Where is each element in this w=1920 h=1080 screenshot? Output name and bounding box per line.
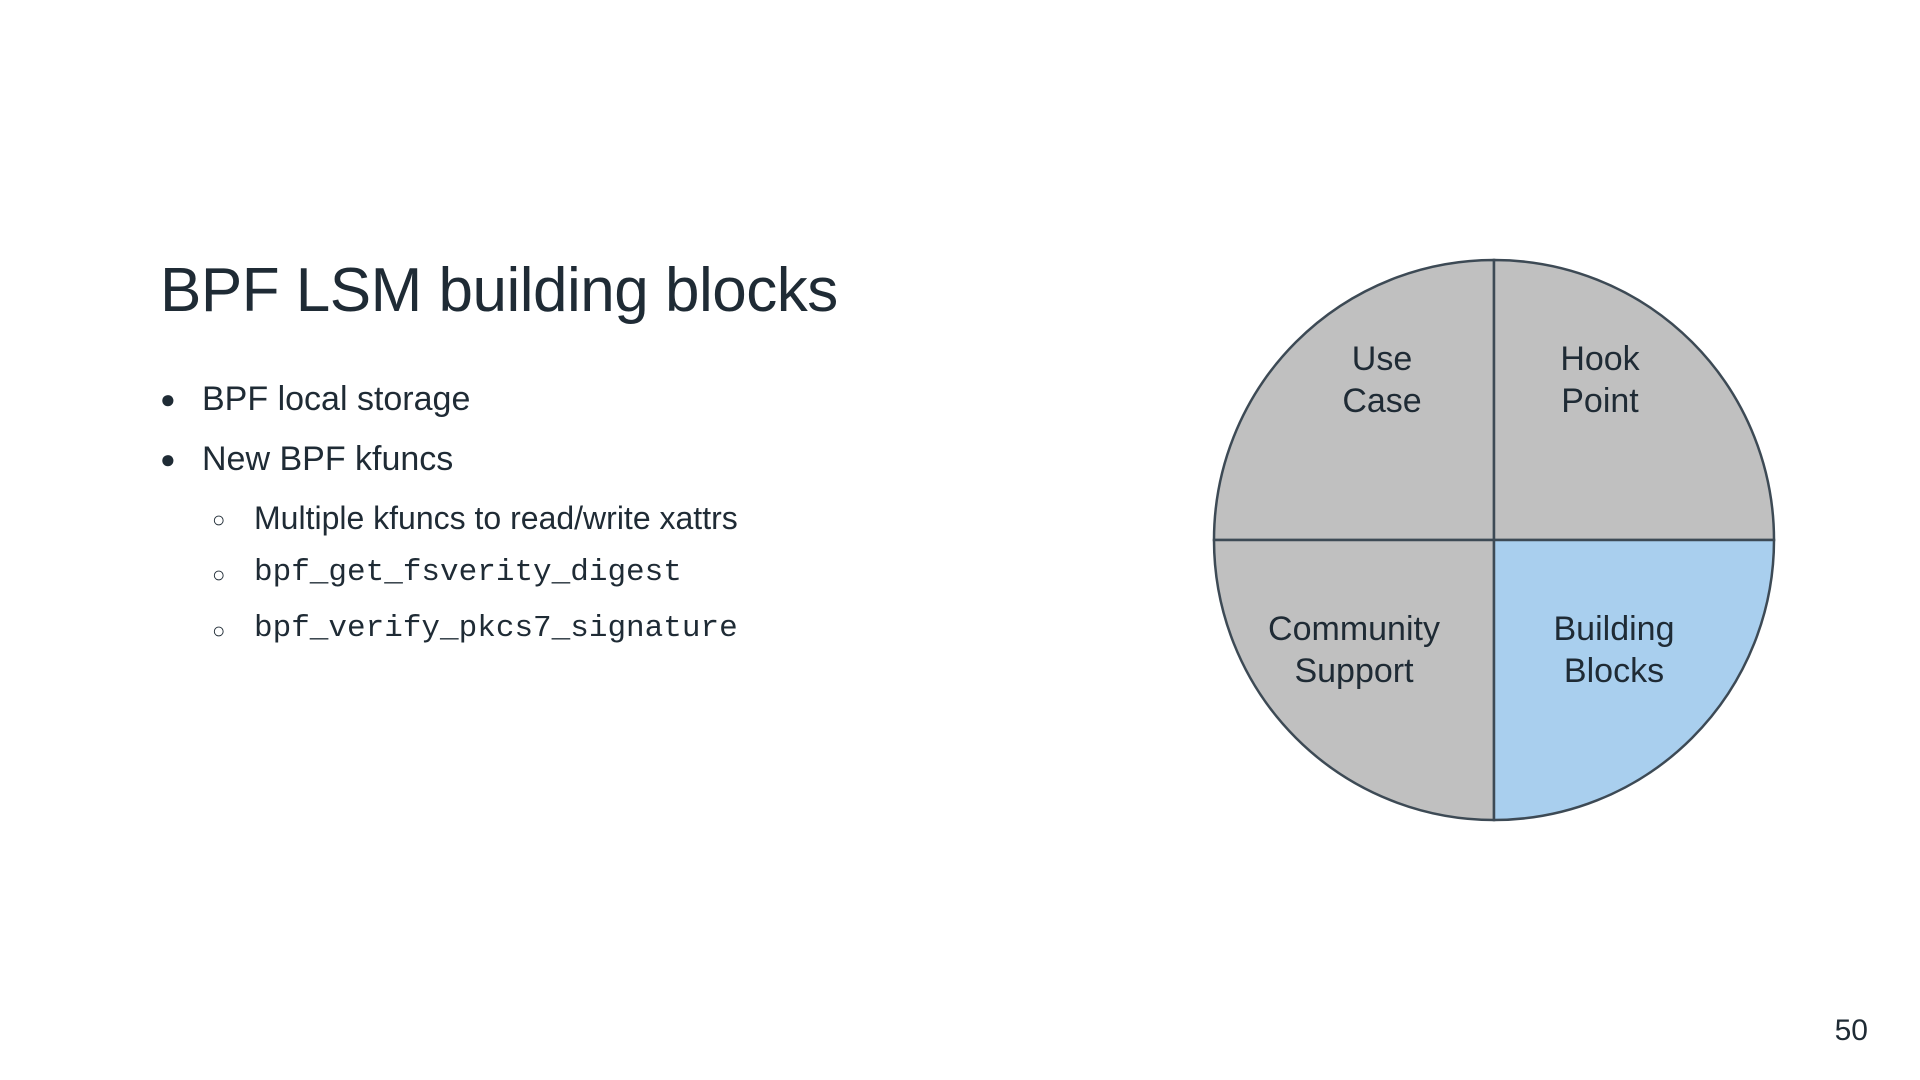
list-item-label: New BPF kfuncs: [202, 439, 454, 478]
quadrant-label-building-blocks-line2: Blocks: [1564, 652, 1664, 690]
list-item: ○ Multiple kfuncs to read/write xattrs: [212, 494, 1180, 546]
list-item: ○ bpf_verify_pkcs7_signature: [212, 605, 1180, 657]
quadrant-label-community-support-line2: Support: [1294, 652, 1414, 690]
list-item: ● New BPF kfuncs: [160, 434, 1180, 486]
bullet-marker-icon: ●: [160, 384, 176, 415]
quadrant-bottom-left: [1212, 538, 1496, 822]
bullet-marker-icon: ○: [212, 506, 226, 532]
quadrant-circle-diagram: Use Case Hook Point Community Support Bu…: [1212, 258, 1776, 822]
quadrant-label-hook-point-line2: Point: [1561, 382, 1639, 420]
page-number: 50: [1834, 1014, 1868, 1047]
bullet-marker-icon: ●: [160, 443, 176, 474]
quadrant-label-hook-point-line1: Hook: [1560, 340, 1640, 378]
quadrant-label-use-case-line1: Use: [1352, 340, 1412, 378]
slide-content-column: BPF LSM building blocks ● BPF local stor…: [160, 255, 1180, 661]
quadrant-label-community-support-line1: Community: [1268, 610, 1440, 648]
quadrant-bottom-right-highlighted: [1492, 538, 1776, 822]
quadrant-top-left: [1212, 258, 1496, 542]
bullet-list: ● BPF local storage ● New BPF kfuncs ○ M…: [160, 374, 1180, 656]
page-title: BPF LSM building blocks: [160, 256, 838, 325]
quadrant-label-building-blocks-line1: Building: [1554, 610, 1675, 648]
list-item: ○ bpf_get_fsverity_digest: [212, 549, 1180, 601]
bullet-marker-icon: ○: [212, 562, 226, 588]
list-item-code-label: bpf_get_fsverity_digest: [254, 555, 682, 591]
list-item-code-label: bpf_verify_pkcs7_signature: [254, 611, 738, 647]
list-item-label: BPF local storage: [202, 380, 471, 419]
list-item: ● BPF local storage: [160, 374, 1180, 426]
quadrant-label-use-case-line2: Case: [1342, 382, 1421, 420]
list-item-label: Multiple kfuncs to read/write xattrs: [254, 499, 738, 536]
quadrant-top-right: [1492, 258, 1776, 542]
bullet-marker-icon: ○: [212, 618, 226, 644]
